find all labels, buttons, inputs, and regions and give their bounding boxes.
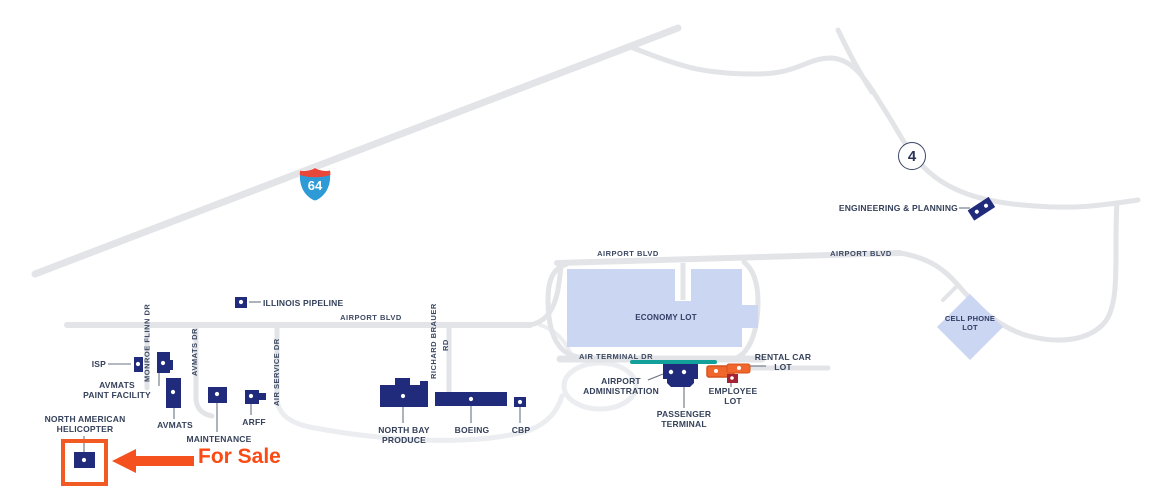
route-4-north-stub: [835, 27, 875, 95]
road-label-air-service-dr: AIR SERVICE DR: [272, 338, 281, 407]
arff-building: [245, 390, 266, 404]
label-economy-lot: ECONOMY LOT: [635, 313, 697, 322]
road-label-richard-brauer-rd: RD: [441, 339, 450, 351]
label-illinois-pipeline: ILLINOIS PIPELINE: [263, 298, 344, 308]
road-label-richard-brauer: RICHARD BRAUER: [429, 303, 438, 379]
road-label-airport-blvd-east: AIRPORT BLVD: [830, 249, 892, 258]
north-bay-produce-building: [380, 378, 428, 407]
road-label-monroe-flinn-dr: MONROE FLINN DR: [142, 303, 152, 382]
blue-lots: [567, 263, 1003, 360]
label-north-bay-produce: NORTH BAY PRODUCE: [378, 425, 430, 445]
label-airport-administration: AIRPORT ADMINISTRATION: [583, 376, 659, 396]
label-rental-car-lot: RENTAL CAR LOT: [754, 352, 812, 372]
shield-number: 64: [308, 178, 323, 193]
route-4-road: [625, 43, 1141, 210]
label-boeing: BOEING: [454, 425, 490, 435]
label-employee-lot: EMPLOYEE LOT: [708, 386, 758, 406]
blvd-terminal-connector-road: [538, 323, 572, 354]
engineering-building: [967, 196, 996, 221]
admin-connector: [647, 373, 664, 381]
economy-lot-area: [567, 269, 742, 347]
route-4-number: 4: [907, 147, 917, 165]
route-4-marker: 4: [898, 142, 926, 170]
label-arff: ARFF: [242, 417, 266, 427]
airport-blvd-center-road: [554, 250, 903, 266]
label-connectors: [83, 207, 970, 452]
interstate-64-shield: 64: [298, 167, 332, 202]
building-dots: [81, 299, 741, 463]
terminal-curb-line: [630, 360, 717, 364]
east-loop-road: [897, 200, 1120, 343]
cell-phone-lot-area: [937, 294, 1003, 360]
passenger-terminal-building: [663, 364, 698, 387]
label-north-american-helicopter: NORTH AMERICAN HELICOPTER: [44, 414, 126, 434]
label-avmats: AVMATS: [157, 420, 193, 430]
label-passenger-terminal: PASSENGER TERMINAL: [656, 409, 712, 429]
for-sale-arrow: [112, 449, 194, 473]
for-sale-annotation: [61, 439, 194, 486]
label-cbp: CBP: [511, 425, 531, 435]
label-cell-phone-lot: CELL PHONE LOT: [944, 314, 996, 332]
main-roads: [31, 24, 1141, 419]
road-label-airport-blvd-center: AIRPORT BLVD: [597, 249, 659, 258]
economy-lot-annex: [742, 305, 758, 328]
for-sale-text: For Sale: [198, 445, 281, 468]
interstate-64-road: [31, 24, 682, 278]
for-sale-highlight-box: [61, 439, 108, 486]
cell-lot-entrance-road: [941, 283, 960, 302]
label-isp: ISP: [91, 359, 106, 369]
blvd-west-curve-road: [527, 263, 564, 328]
road-label-avmats-dr: AVMATS DR: [190, 328, 199, 376]
southeast-arc-road: [274, 393, 565, 443]
shield-red-band: [299, 168, 331, 178]
terminal-loop-road: [561, 360, 639, 412]
avmats-dr-road: [193, 322, 215, 419]
road-label-air-terminal-dr: AIR TERMINAL DR: [578, 352, 654, 361]
secondary-roads: [274, 323, 639, 443]
label-avmats-paint-facility: AVMATS PAINT FACILITY: [83, 380, 151, 400]
label-engineering-planning: ENGINEERING & PLANNING: [838, 203, 958, 213]
road-label-airport-blvd-west: AIRPORT BLVD: [340, 313, 402, 322]
label-maintenance: MAINTENANCE: [186, 434, 252, 444]
